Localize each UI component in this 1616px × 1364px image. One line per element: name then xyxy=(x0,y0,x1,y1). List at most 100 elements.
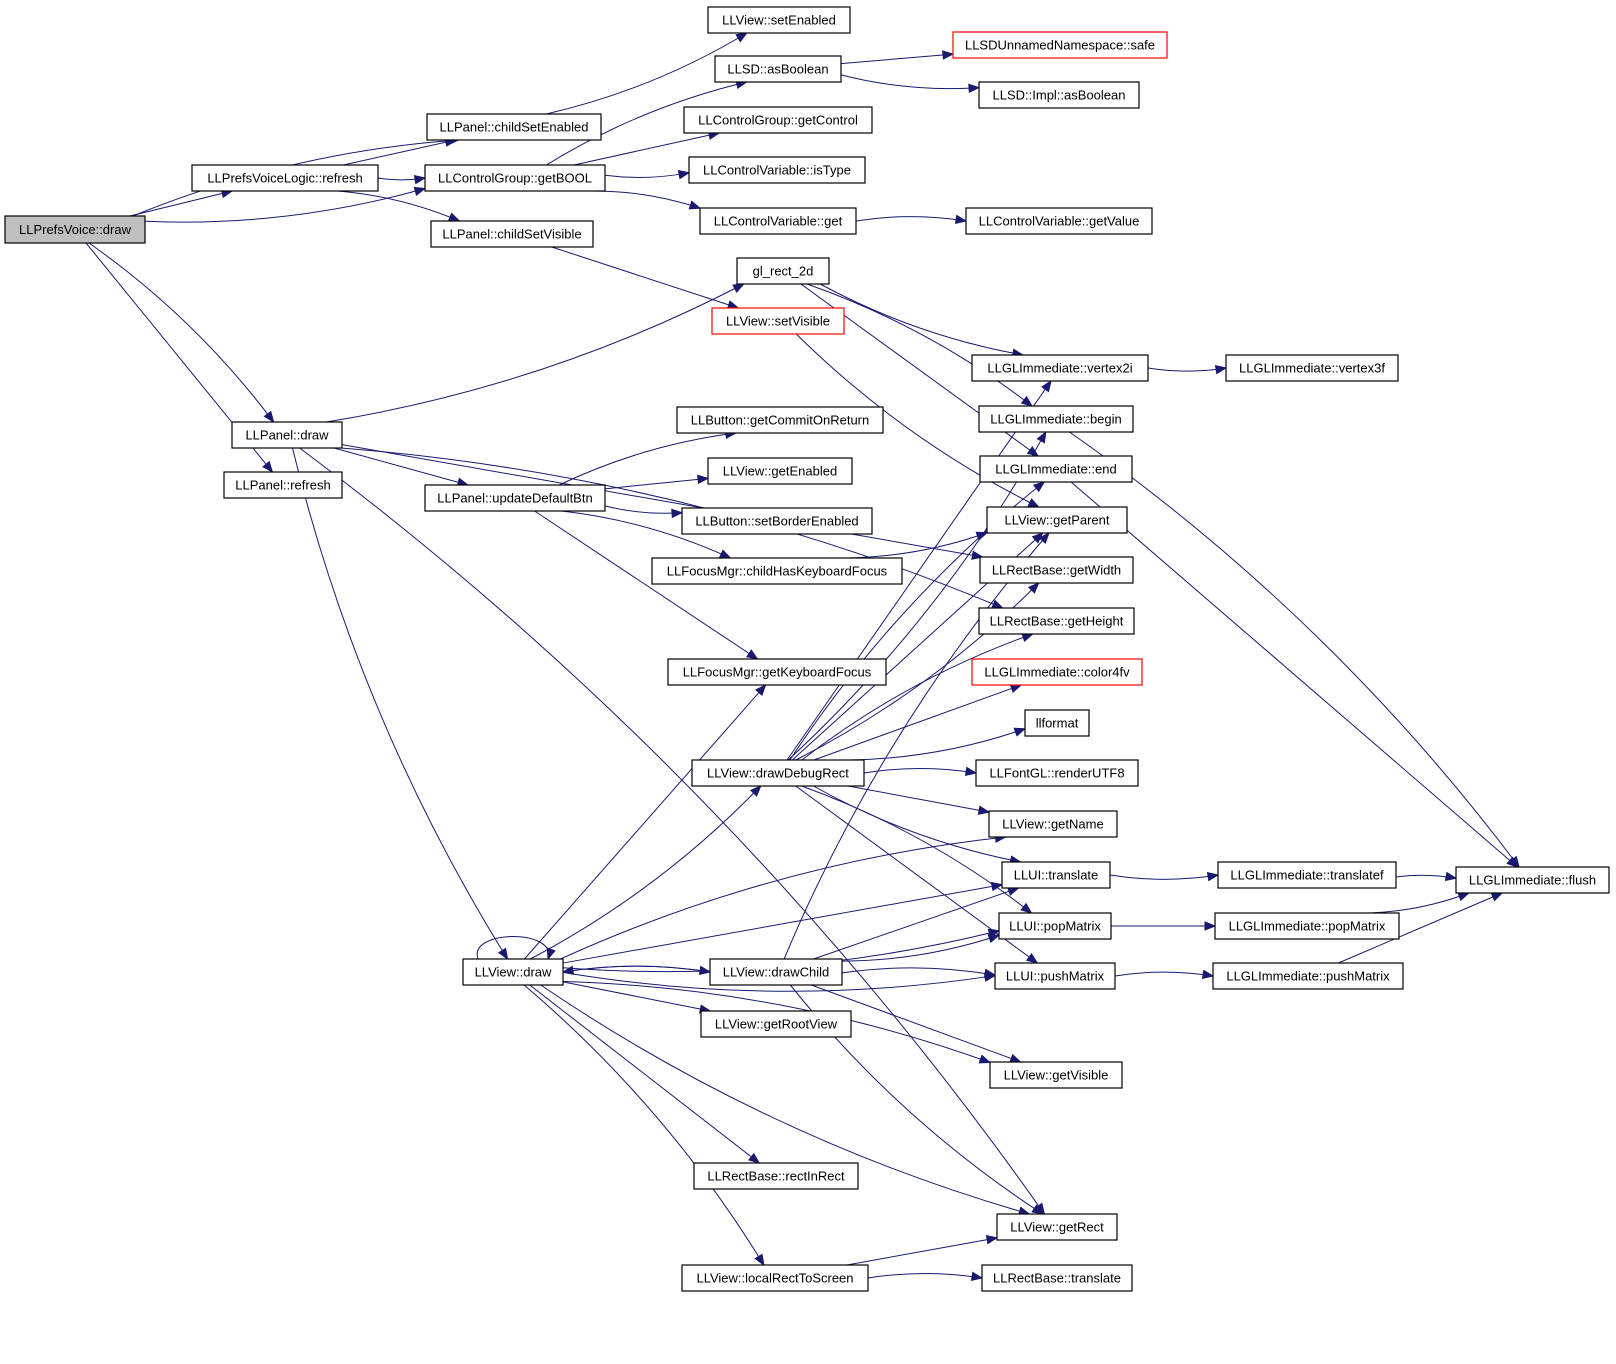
node-box[interactable] xyxy=(989,1061,1123,1089)
node-n49[interactable]: LLPanel::refresh xyxy=(223,471,343,499)
node-n39[interactable]: LLGLImmediate::popMatrix xyxy=(1214,912,1400,940)
node-n5[interactable]: LLSDUnnamedNamespace::safe xyxy=(952,31,1168,59)
node-box[interactable] xyxy=(994,962,1116,990)
node-n2[interactable]: LLView::setEnabled xyxy=(707,6,851,34)
node-n22[interactable]: LLRectBase::getWidth xyxy=(979,556,1134,584)
node-box[interactable] xyxy=(979,556,1134,584)
node-box[interactable] xyxy=(191,164,379,192)
node-n37[interactable]: LLGLImmediate::translatef xyxy=(1217,861,1397,889)
node-box[interactable] xyxy=(711,307,845,335)
node-n36[interactable]: LLUI::translate xyxy=(1001,861,1111,889)
node-box[interactable] xyxy=(676,406,884,434)
node-n28[interactable]: LLFocusMgr::childHasKeyboardFocus xyxy=(651,557,903,585)
node-box[interactable] xyxy=(700,1010,852,1038)
node-n20[interactable]: LLGLImmediate::end xyxy=(979,455,1133,483)
node-n34[interactable]: LLFontGL::renderUTF8 xyxy=(975,759,1139,787)
node-n10[interactable]: LLControlVariable::getValue xyxy=(965,207,1153,235)
node-n17[interactable]: LLGLImmediate::vertex3f xyxy=(1225,354,1399,382)
node-box[interactable] xyxy=(971,354,1149,382)
node-n30[interactable]: LLView::draw xyxy=(462,958,564,986)
node-n46[interactable]: LLView::getRect xyxy=(996,1213,1118,1241)
node-box[interactable] xyxy=(1217,861,1397,889)
node-box[interactable] xyxy=(971,658,1143,686)
node-box[interactable] xyxy=(1001,861,1111,889)
node-box[interactable] xyxy=(707,6,851,34)
node-box[interactable] xyxy=(978,81,1140,109)
node-n40[interactable]: LLUI::pushMatrix xyxy=(994,962,1116,990)
node-box[interactable] xyxy=(426,113,602,141)
node-n6[interactable]: LLSD::Impl::asBoolean xyxy=(978,81,1140,109)
node-box[interactable] xyxy=(952,31,1168,59)
node-box[interactable] xyxy=(981,1264,1133,1292)
node-n26[interactable]: LLView::getEnabled xyxy=(707,457,853,485)
node-n11[interactable]: LLPrefsVoiceLogic::refresh xyxy=(191,164,379,192)
node-box[interactable] xyxy=(651,557,903,585)
node-n21[interactable]: LLView::getParent xyxy=(986,506,1128,534)
node-box[interactable] xyxy=(978,405,1134,433)
node-box[interactable] xyxy=(430,220,594,248)
node-n16[interactable]: LLGLImmediate::vertex2i xyxy=(971,354,1149,382)
node-n25[interactable]: LLButton::getCommitOnReturn xyxy=(676,406,884,434)
node-n35[interactable]: LLView::getName xyxy=(988,810,1118,838)
node-box[interactable] xyxy=(691,759,865,787)
node-box[interactable] xyxy=(986,506,1128,534)
node-n24[interactable]: LLPanel::updateDefaultBtn xyxy=(424,484,606,512)
node-box[interactable] xyxy=(1225,354,1399,382)
node-n18[interactable]: LLGLImmediate::begin xyxy=(978,405,1134,433)
node-box[interactable] xyxy=(1212,962,1404,990)
node-n41[interactable]: LLGLImmediate::pushMatrix xyxy=(1212,962,1404,990)
node-box[interactable] xyxy=(681,1264,869,1292)
node-box[interactable] xyxy=(736,257,830,285)
node-box[interactable] xyxy=(979,455,1133,483)
node-box[interactable] xyxy=(424,484,606,512)
node-n27[interactable]: LLButton::setBorderEnabled xyxy=(681,507,873,535)
node-box[interactable] xyxy=(223,471,343,499)
node-box[interactable] xyxy=(975,759,1139,787)
node-box[interactable] xyxy=(424,164,606,192)
node-box[interactable] xyxy=(1214,912,1400,940)
node-n8[interactable]: LLControlVariable::isType xyxy=(688,156,866,184)
node-n1[interactable]: LLPanel::childSetEnabled xyxy=(426,113,602,141)
node-n44[interactable]: LLView::getVisible xyxy=(989,1061,1123,1089)
node-n23[interactable]: LLRectBase::getHeight xyxy=(978,607,1135,635)
node-n38[interactable]: LLUI::popMatrix xyxy=(998,912,1112,940)
node-n13[interactable]: LLView::setVisible xyxy=(711,307,845,335)
node-box[interactable] xyxy=(707,457,853,485)
node-box[interactable] xyxy=(998,912,1112,940)
node-n33[interactable]: llformat xyxy=(1024,709,1090,737)
node-box[interactable] xyxy=(693,1162,859,1190)
node-n9[interactable]: LLControlVariable::get xyxy=(699,207,857,235)
node-box[interactable] xyxy=(965,207,1153,235)
node-box[interactable] xyxy=(978,607,1135,635)
node-box[interactable] xyxy=(709,958,843,986)
node-n7[interactable]: LLControlGroup::getControl xyxy=(683,106,873,134)
node-n42[interactable]: LLView::drawChild xyxy=(709,958,843,986)
node-box[interactable] xyxy=(1024,709,1090,737)
node-n3[interactable]: LLControlGroup::getBOOL xyxy=(424,164,606,192)
node-n19[interactable]: LLGLImmediate::flush xyxy=(1455,866,1610,894)
node-n15[interactable]: gl_rect_2d xyxy=(736,257,830,285)
node-n43[interactable]: LLView::getRootView xyxy=(700,1010,852,1038)
node-n32[interactable]: LLGLImmediate::color4fv xyxy=(971,658,1143,686)
node-box[interactable] xyxy=(714,55,842,83)
node-n47[interactable]: LLView::localRectToScreen xyxy=(681,1264,869,1292)
node-box[interactable] xyxy=(681,507,873,535)
node-box[interactable] xyxy=(988,810,1118,838)
node-n12[interactable]: LLPanel::childSetVisible xyxy=(430,220,594,248)
node-box[interactable] xyxy=(699,207,857,235)
node-n31[interactable]: LLView::drawDebugRect xyxy=(691,759,865,787)
node-n45[interactable]: LLRectBase::rectInRect xyxy=(693,1162,859,1190)
node-n29[interactable]: LLFocusMgr::getKeyboardFocus xyxy=(667,658,887,686)
node-box[interactable] xyxy=(231,421,343,449)
node-box[interactable] xyxy=(996,1213,1118,1241)
node-n14[interactable]: LLPanel::draw xyxy=(231,421,343,449)
node-box[interactable] xyxy=(1455,866,1610,894)
node-n0[interactable]: LLPrefsVoice::draw xyxy=(4,215,146,244)
node-box[interactable] xyxy=(683,106,873,134)
node-n4[interactable]: LLSD::asBoolean xyxy=(714,55,842,83)
node-box[interactable] xyxy=(462,958,564,986)
node-box[interactable] xyxy=(688,156,866,184)
node-n48[interactable]: LLRectBase::translate xyxy=(981,1264,1133,1292)
node-box[interactable] xyxy=(4,215,146,244)
node-box[interactable] xyxy=(667,658,887,686)
